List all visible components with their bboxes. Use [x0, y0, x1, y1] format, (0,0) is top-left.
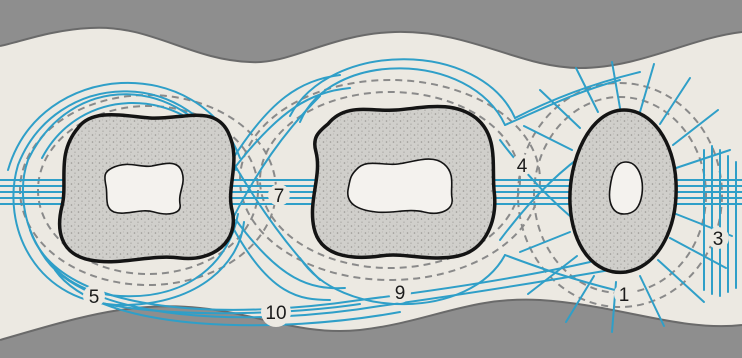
- label-10: 10: [265, 303, 286, 324]
- label-9: 9: [395, 283, 406, 304]
- left-tooth: [60, 115, 234, 262]
- middle-tooth-pulp: [348, 159, 452, 213]
- label-3: 3: [713, 229, 724, 250]
- label-5: 5: [89, 287, 100, 308]
- label-4: 4: [517, 156, 528, 177]
- left-tooth-pulp: [105, 163, 183, 214]
- middle-tooth: [312, 107, 494, 258]
- right-tooth-pulp: [610, 162, 643, 214]
- label-1: 1: [619, 285, 630, 306]
- label-7: 7: [274, 186, 285, 207]
- right-tooth: [570, 110, 676, 272]
